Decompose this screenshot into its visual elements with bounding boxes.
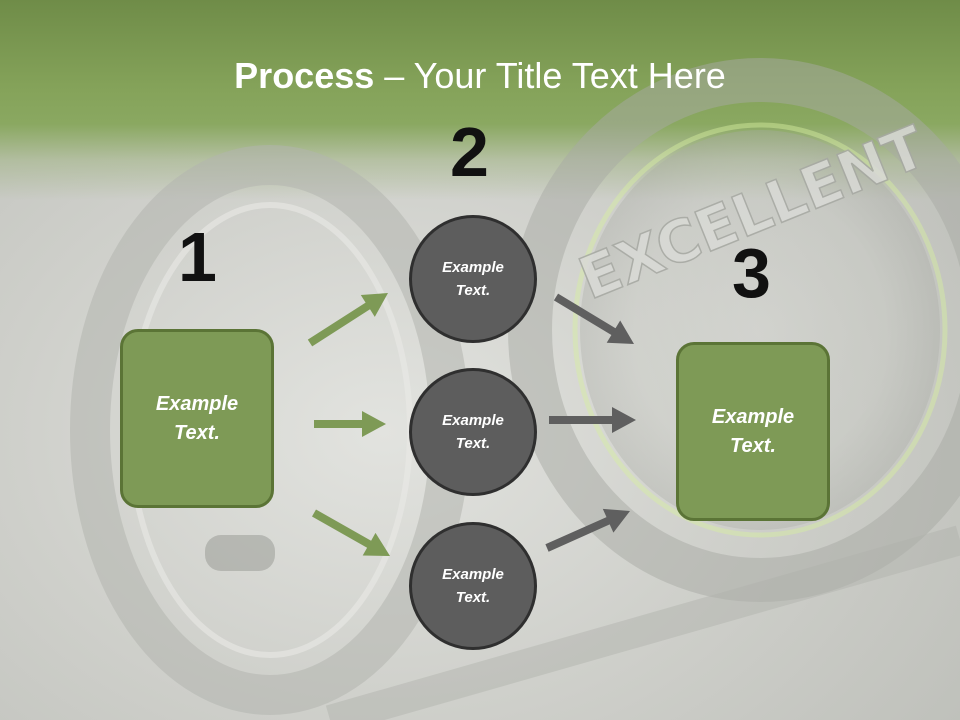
arrow-bottom-to-right — [545, 508, 630, 552]
right-step-box: Example Text. — [676, 342, 830, 521]
step-number-1: 1 — [178, 218, 217, 296]
middle-circle-bottom: Example Text. — [409, 522, 537, 650]
slide-title: Process – Your Title Text Here — [0, 54, 960, 98]
left-step-box: Example Text. — [120, 329, 274, 508]
left-step-text: Example Text. — [155, 392, 239, 444]
title-bold: Process — [234, 55, 375, 96]
circle-top-text: Example Text. — [442, 259, 504, 299]
arrow-left-to-top — [307, 293, 388, 347]
title-rest: – Your Title Text Here — [374, 55, 726, 96]
arrow-left-to-bottom — [312, 509, 390, 556]
arrow-top-to-right — [553, 293, 634, 344]
arrow-center-to-right — [549, 407, 636, 433]
right-step-text: Example Text. — [711, 405, 795, 457]
step-number-2: 2 — [450, 113, 489, 191]
middle-circle-center: Example Text. — [409, 368, 537, 496]
step-number-3: 3 — [732, 234, 771, 312]
middle-circle-top: Example Text. — [409, 215, 537, 343]
circle-center-text: Example Text. — [442, 412, 504, 452]
arrow-left-to-center — [314, 411, 386, 437]
circle-bottom-text: Example Text. — [442, 566, 504, 606]
